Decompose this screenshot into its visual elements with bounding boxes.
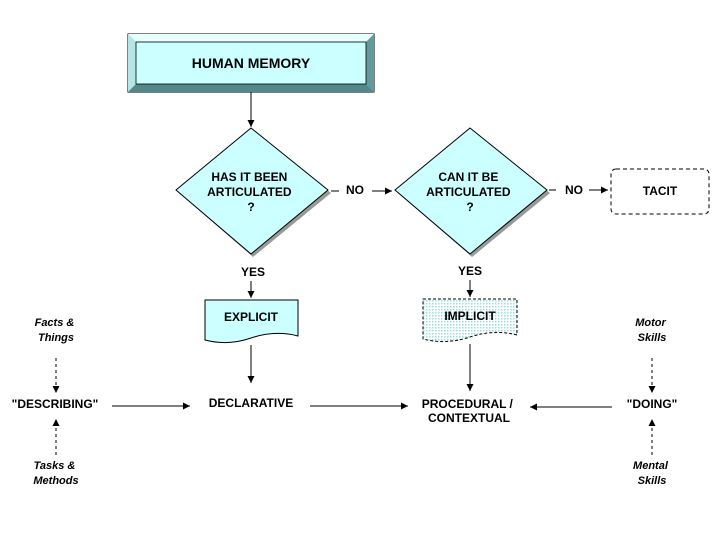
q1-line-3: ?: [247, 200, 254, 214]
edge-no1-label: NO: [346, 183, 364, 197]
tasks-methods-line-2: Methods: [33, 475, 78, 487]
edge-yes1-label: YES: [241, 265, 265, 279]
q2-line-1: CAN IT BE: [438, 170, 498, 184]
facts-things-line-1: Facts &: [35, 317, 75, 329]
procedural-line-1: PROCEDURAL /: [422, 397, 514, 411]
svg-text:CAN IT BE ARTICULATED: CAN IT BE ARTICULATED ?: [426, 170, 514, 214]
procedural-line-2: CONTEXTUAL: [428, 411, 510, 425]
diamond-has-it-been-articulated: HAS IT BEEN ARTICULATED ?: [175, 127, 331, 257]
human-memory-box: HUMAN MEMORY: [127, 33, 375, 93]
q1-line-2: ARTICULATED: [207, 185, 292, 199]
mental-skills-line-1: Mental: [633, 460, 669, 472]
describing-label: "DESCRIBING": [12, 397, 99, 411]
facts-things-line-2: Things: [38, 332, 74, 344]
tasks-methods-label: Tasks & Methods: [33, 460, 78, 487]
motor-skills-line-1: Motor: [635, 317, 666, 329]
mental-skills-label: Mental Skills: [633, 460, 671, 487]
procedural-label: PROCEDURAL / CONTEXTUAL: [422, 397, 516, 425]
doing-label: "DOING": [627, 397, 678, 411]
implicit-document: IMPLICIT: [422, 298, 518, 343]
edge-yes2-label: YES: [458, 264, 482, 278]
tasks-methods-line-1: Tasks &: [34, 460, 76, 472]
motor-skills-line-2: Skills: [638, 332, 667, 344]
human-memory-label: HUMAN MEMORY: [192, 55, 311, 71]
explicit-document: EXPLICIT: [204, 299, 299, 344]
declarative-label: DECLARATIVE: [209, 396, 293, 410]
implicit-label: IMPLICIT: [444, 309, 496, 323]
mental-skills-line-2: Skills: [638, 475, 667, 487]
tacit-box: TACIT: [610, 168, 710, 215]
explicit-label: EXPLICIT: [224, 310, 279, 324]
facts-things-label: Facts & Things: [35, 317, 78, 344]
edge-no2-label: NO: [565, 183, 583, 197]
q2-line-3: ?: [466, 200, 473, 214]
q1-line-1: HAS IT BEEN: [211, 170, 287, 184]
diamond-can-it-be-articulated: CAN IT BE ARTICULATED ?: [394, 127, 550, 257]
q2-line-2: ARTICULATED: [426, 185, 511, 199]
svg-text:HAS IT BEEN ARTICULATED: HAS IT BEEN ARTICULATED ?: [207, 170, 295, 214]
tacit-label: TACIT: [643, 184, 678, 198]
motor-skills-label: Motor Skills: [635, 317, 669, 344]
